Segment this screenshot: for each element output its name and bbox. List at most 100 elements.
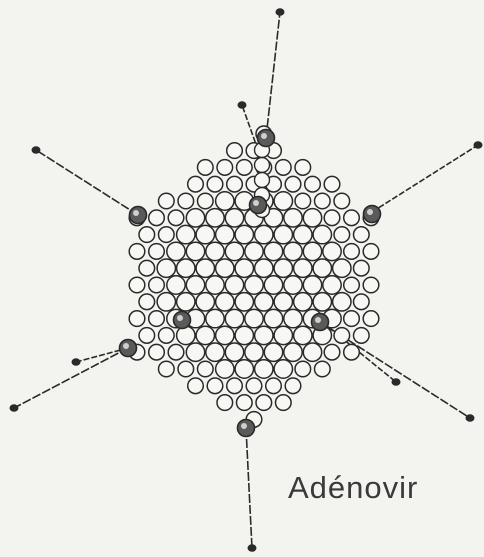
capsomer <box>129 244 145 260</box>
capsomer <box>186 343 204 361</box>
capsomer <box>354 294 370 310</box>
capsomer <box>274 192 292 210</box>
virus-name-label: Adénovir <box>288 470 418 506</box>
penton-highlight <box>261 133 267 139</box>
capsomer <box>216 259 234 277</box>
penton-highlight <box>315 317 321 323</box>
capsomer <box>217 395 233 411</box>
capsomer <box>149 210 165 226</box>
capsomer <box>294 293 312 311</box>
capsomer <box>323 276 341 294</box>
capsomer <box>284 276 302 294</box>
penton-highlight <box>241 423 247 429</box>
capsomer <box>294 259 312 277</box>
capsomer <box>303 276 321 294</box>
capsomer <box>206 309 224 327</box>
fiber-shaft <box>266 12 280 138</box>
capsomer <box>264 309 282 327</box>
capsomer <box>295 193 311 209</box>
capsomer <box>264 276 282 294</box>
capsomer <box>188 176 204 192</box>
capsomer <box>177 259 195 277</box>
capsomer <box>363 311 379 327</box>
capsomer <box>303 343 321 361</box>
capsomer <box>196 259 214 277</box>
penton-highlight <box>367 209 373 215</box>
capsomer <box>206 209 224 227</box>
capsomer <box>246 378 262 394</box>
capsomer <box>196 326 214 344</box>
capsomer <box>149 344 165 360</box>
capsomer <box>157 259 175 277</box>
capsomer <box>276 395 292 411</box>
capsomer <box>159 328 175 344</box>
capsomer <box>139 260 155 276</box>
capsomer <box>186 209 204 227</box>
capsomer <box>354 227 370 243</box>
capsomer <box>216 192 234 210</box>
capsomer <box>334 328 350 344</box>
capsomer <box>315 193 331 209</box>
icosahedral-capsid <box>129 126 379 427</box>
fiber-shaft <box>36 150 138 215</box>
fiber-knob <box>238 101 247 109</box>
capsomer <box>334 227 350 243</box>
capsomer <box>198 193 214 209</box>
capsomer <box>284 242 302 260</box>
capsomer <box>344 244 360 260</box>
fiber-knob <box>10 404 19 412</box>
capsomer <box>149 277 165 293</box>
capsomer <box>344 344 360 360</box>
capsomer <box>198 160 214 176</box>
penton-highlight <box>177 315 183 321</box>
capsomer <box>139 227 155 243</box>
capsomer <box>323 242 341 260</box>
capsomer <box>227 143 243 159</box>
capsomer <box>333 293 351 311</box>
capsomer <box>149 244 165 260</box>
capsomer <box>178 193 194 209</box>
capsomer <box>225 209 243 227</box>
capsomer <box>216 225 234 243</box>
capsomer <box>216 326 234 344</box>
capsomer <box>294 225 312 243</box>
capsomer <box>256 395 272 411</box>
capsomer <box>245 242 263 260</box>
fiber-knob <box>474 141 483 149</box>
capsomer <box>159 361 175 377</box>
capsomer <box>198 361 214 377</box>
capsomer <box>235 259 253 277</box>
capsomer <box>303 209 321 227</box>
capsomer <box>344 277 360 293</box>
capsomer <box>255 360 273 378</box>
capsomer <box>167 242 185 260</box>
capsomer <box>284 209 302 227</box>
fiber-knob <box>248 544 257 552</box>
capsomer <box>245 343 263 361</box>
capsomer <box>225 343 243 361</box>
capsomer <box>344 311 360 327</box>
capsomer <box>344 210 360 226</box>
capsomer <box>235 293 253 311</box>
capsomer <box>177 293 195 311</box>
capsomer <box>167 276 185 294</box>
capsomer <box>129 311 145 327</box>
capsomer <box>235 326 253 344</box>
capsomer <box>295 361 311 377</box>
capsomer <box>264 343 282 361</box>
capsomer <box>255 293 273 311</box>
capsomer <box>216 360 234 378</box>
capsomer <box>186 276 204 294</box>
capsomer <box>274 259 292 277</box>
capsomer <box>303 242 321 260</box>
capsomer <box>196 225 214 243</box>
capsomer <box>206 276 224 294</box>
fiber-knob <box>466 414 475 422</box>
fiber-shaft <box>372 145 478 212</box>
capsomer <box>255 173 270 188</box>
capsomer <box>363 277 379 293</box>
capsomer <box>294 326 312 344</box>
capsomer <box>206 242 224 260</box>
capsomer <box>285 176 301 192</box>
capsomer <box>217 160 233 176</box>
